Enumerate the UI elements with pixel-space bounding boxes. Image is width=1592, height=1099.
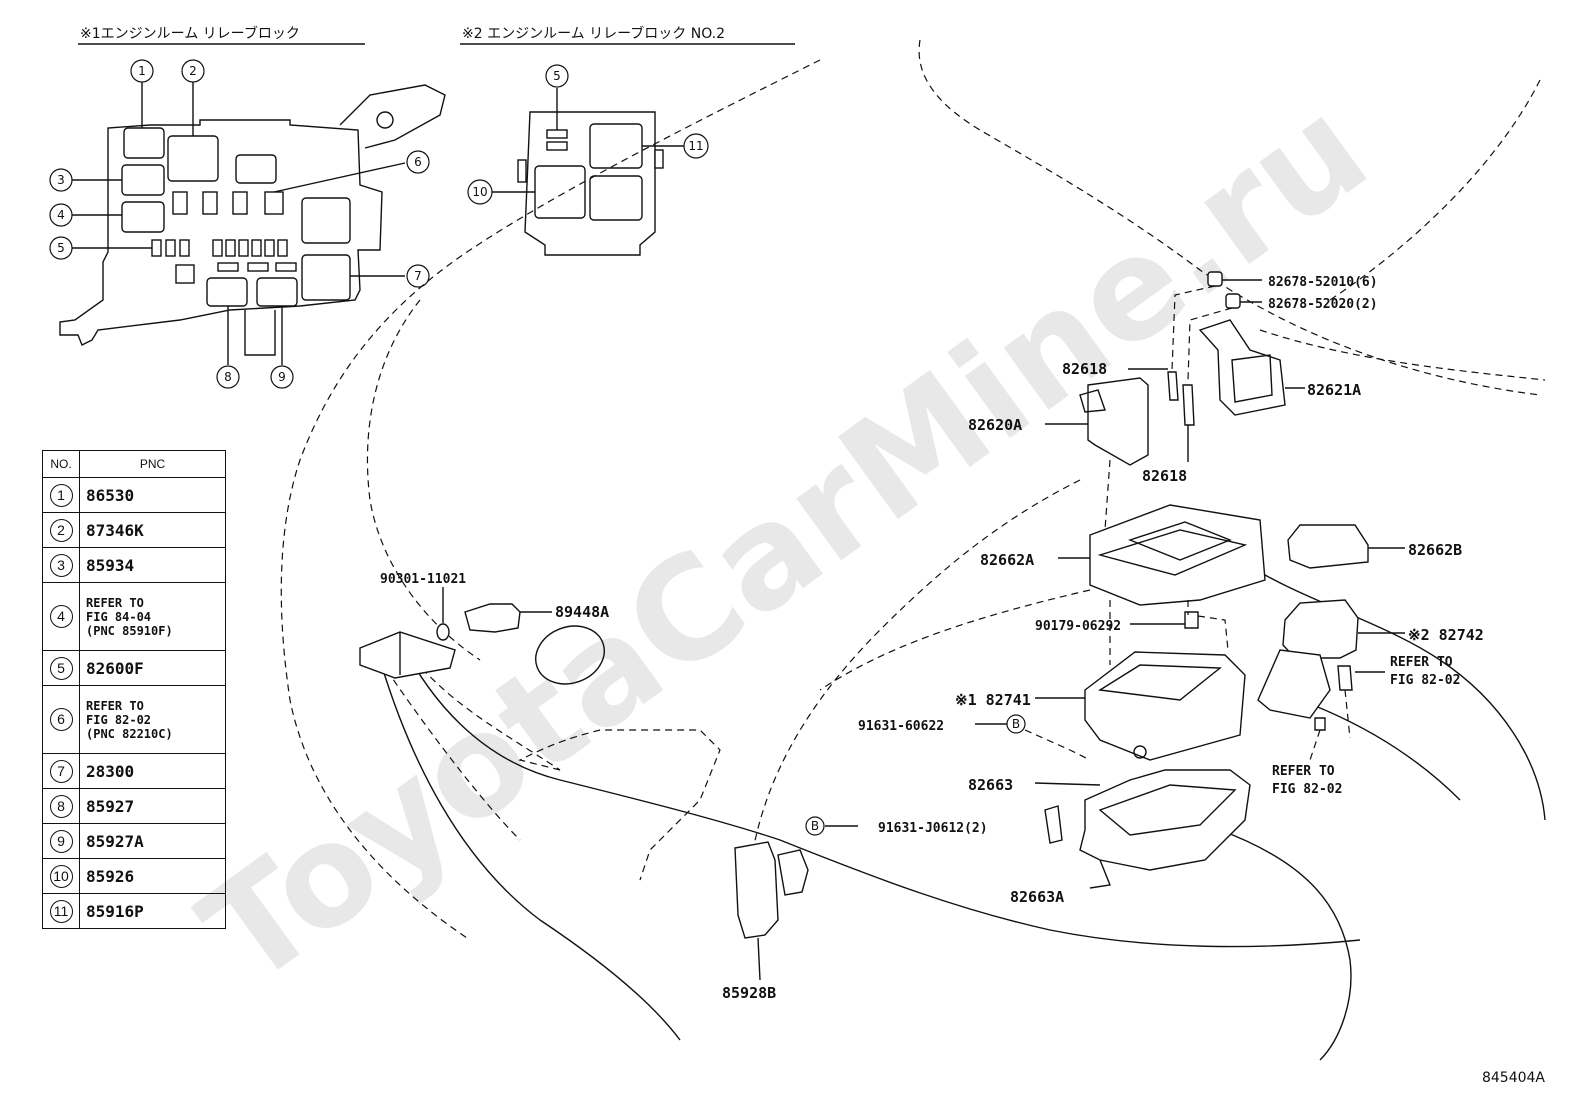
label-82662A: 82662A	[980, 551, 1034, 569]
row-pnc: 86530	[79, 477, 226, 513]
row-number: 2	[42, 512, 80, 548]
row-pnc: 85927	[79, 788, 226, 824]
label-82620A: 82620A	[968, 416, 1022, 434]
row-number-circle: 7	[49, 759, 73, 783]
relay-block-2-title: ※2 エンジンルーム リレーブロック NO.2	[462, 25, 725, 42]
callout-10: 10	[472, 185, 487, 199]
callout-6: 6	[414, 155, 422, 169]
table-row: 4 REFER TO FIG 84-04 (PNC 85910F)	[42, 582, 226, 651]
label-82618-top: 82618	[1062, 360, 1107, 378]
row-number: 7	[42, 753, 80, 789]
row-number-circle: 4	[49, 605, 73, 628]
callout-3: 3	[57, 173, 65, 187]
callout-11: 11	[688, 139, 703, 153]
row-number-circle: 6	[49, 708, 73, 731]
callout-9: 9	[278, 370, 286, 384]
row-number: 1	[42, 477, 80, 513]
row-number-circle: 10	[49, 864, 73, 888]
relay-block-1-diagram: ※1エンジンルーム リレーブロック	[49, 25, 446, 389]
relay-block-2-diagram: ※2 エンジンルーム リレーブロック NO.2 5 11 10	[460, 25, 795, 256]
row-number: 5	[42, 650, 80, 686]
label-90301-11021: 90301-11021	[380, 572, 466, 587]
vehicle-outline	[280, 39, 1546, 1061]
row-pnc: REFER TO FIG 82-02 (PNC 82210C)	[79, 685, 226, 754]
row-number: 10	[42, 858, 80, 894]
row-number-circle: 11	[49, 899, 73, 923]
callout-2: 2	[189, 64, 197, 78]
label-82678-52010: 82678-52010(6)	[1268, 275, 1378, 290]
row-number-circle: 9	[49, 829, 73, 853]
parts-exploded-view: 82678-52010(6) 82678-52020(2) 82618 8261…	[380, 271, 1484, 1002]
callout-4: 4	[57, 208, 65, 222]
row-number: 11	[42, 893, 80, 929]
row-number-circle: 8	[49, 794, 73, 818]
row-number-circle: 2	[49, 518, 73, 542]
label-82742: ※2 82742	[1408, 626, 1484, 644]
callout-8: 8	[224, 370, 232, 384]
label-82662B: 82662B	[1408, 541, 1462, 559]
label-82663: 82663	[968, 776, 1013, 794]
row-number-circle: 5	[49, 656, 73, 680]
row-pnc: 85927A	[79, 823, 226, 859]
figure-id: 845404A	[1482, 1070, 1545, 1086]
table-header-row: NO. PNC	[42, 450, 226, 478]
refer-fig-82-02-b-line2: FIG 82-02	[1272, 782, 1342, 797]
row-number: 3	[42, 547, 80, 583]
b-marker-1: B	[1012, 717, 1020, 731]
col-no-header: NO.	[42, 450, 80, 478]
label-91631-60622: 91631-60622	[858, 719, 944, 734]
row-pnc: 85916P	[79, 893, 226, 929]
label-90179-06292: 90179-06292	[1035, 619, 1121, 634]
refer-fig-82-02-a-line2: FIG 82-02	[1390, 673, 1460, 688]
refer-fig-82-02-a-line1: REFER TO	[1390, 655, 1453, 670]
relay-block-1-title: ※1エンジンルーム リレーブロック	[80, 25, 300, 42]
row-pnc: 82600F	[79, 650, 226, 686]
row-pnc: REFER TO FIG 84-04 (PNC 85910F)	[79, 582, 226, 651]
refer-fig-82-02-b-line1: REFER TO	[1272, 764, 1335, 779]
label-82618-bottom: 82618	[1142, 467, 1187, 485]
row-number: 8	[42, 788, 80, 824]
row-pnc: 85926	[79, 858, 226, 894]
label-91631-J0612: 91631-J0612(2)	[878, 821, 988, 836]
row-number: 4	[42, 582, 80, 651]
callout-5-block2: 5	[553, 69, 561, 83]
label-82741: ※1 82741	[955, 691, 1031, 709]
label-82663A: 82663A	[1010, 888, 1064, 906]
label-85928B: 85928B	[722, 984, 776, 1002]
bolt-82678-52010	[1207, 271, 1262, 287]
row-number: 6	[42, 685, 80, 754]
label-82621A: 82621A	[1307, 381, 1361, 399]
callout-5: 5	[57, 241, 65, 255]
table-row: 6 REFER TO FIG 82-02 (PNC 82210C)	[42, 685, 226, 754]
b-marker-2: B	[811, 819, 819, 833]
label-89448A: 89448A	[555, 603, 609, 621]
row-pnc: 85934	[79, 547, 226, 583]
callout-7: 7	[414, 269, 422, 283]
row-pnc: 87346K	[79, 512, 226, 548]
row-pnc: 28300	[79, 753, 226, 789]
label-82678-52020: 82678-52020(2)	[1268, 297, 1378, 312]
row-number: 9	[42, 823, 80, 859]
row-number-circle: 3	[49, 553, 73, 577]
row-number-circle: 1	[49, 483, 73, 507]
callout-1: 1	[138, 64, 146, 78]
col-pnc-header: PNC	[79, 450, 226, 478]
bolt-82678-52020	[1225, 293, 1262, 309]
